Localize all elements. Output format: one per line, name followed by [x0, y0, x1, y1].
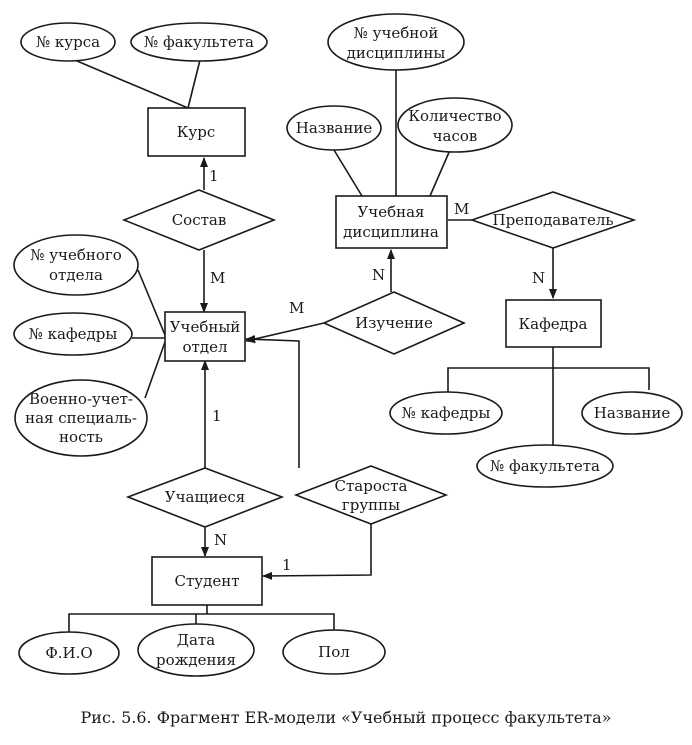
- attribute-nomer-discipliny[interactable]: № учебной дисциплины: [327, 13, 465, 71]
- entity-student[interactable]: Студент: [151, 556, 263, 606]
- attribute-nomer-kafedry-label: № кафедры: [402, 404, 491, 422]
- relationship-izuchenie-label: Изучение: [355, 314, 433, 332]
- attribute-voenno-uchetnaya-label-2: ная специаль-: [25, 409, 137, 427]
- attribute-data-rozhdeniya[interactable]: Дата рождения: [137, 623, 255, 677]
- entity-uchebny-otdel-label-2: отдел: [183, 338, 228, 356]
- attribute-voenno-uchetnaya[interactable]: Военно-учет- ная специаль- ность: [14, 379, 148, 457]
- cardinalities: 1 M M N M N 1 N 1: [209, 167, 545, 574]
- line-otdel-nomer-otdela: [137, 269, 166, 336]
- attribute-nomer-uchebnogo-otdela-label-2: отдела: [49, 266, 103, 284]
- entity-uchebnaya-disciplina[interactable]: Учебная дисциплина: [335, 195, 448, 249]
- attribute-kolichestvo-chasov[interactable]: Количество часов: [397, 97, 513, 153]
- line-disc-kolichestvo: [429, 149, 451, 197]
- attribute-nazvanie-kafedry-label: Название: [594, 404, 671, 422]
- figure-caption: Рис. 5.6. Фрагмент ER-модели «Учебный пр…: [80, 708, 612, 727]
- relationship-starosta-gruppy[interactable]: Староста группы: [293, 465, 449, 525]
- attribute-nomer-uchebnogo-otdela[interactable]: № учебного отдела: [13, 234, 139, 296]
- attribute-nomer-kursa-label: № курса: [36, 33, 100, 51]
- attribute-nazvanie-disc-label: Название: [296, 119, 373, 137]
- line-kurs-nomer-fakulteta: [187, 59, 201, 109]
- attribute-nomer-kafedry-otdel[interactable]: № кафедры: [13, 312, 133, 356]
- attribute-nomer-uchebnogo-otdela-label-1: № учебного: [30, 246, 122, 264]
- entity-uchebnaya-disciplina-label-2: дисциплина: [343, 223, 439, 241]
- attribute-nomer-fakulteta-kafedra-label: № факультета: [490, 457, 600, 475]
- line-student-attributes: [68, 613, 335, 632]
- attribute-data-rozhdeniya-label-1: Дата: [177, 631, 215, 649]
- entity-kurs[interactable]: Курс: [147, 107, 246, 157]
- relationship-starosta-gruppy-label-2: группы: [342, 496, 400, 514]
- relationship-uchashchiesya[interactable]: Учащиеся: [125, 467, 285, 528]
- attribute-pol-label: Пол: [318, 643, 350, 661]
- connectors: [68, 57, 650, 632]
- relationship-izuchenie[interactable]: Изучение: [322, 291, 466, 355]
- attribute-kolichestvo-chasov-label-2: часов: [433, 127, 478, 145]
- card-sostav-kurs: 1: [209, 167, 219, 185]
- card-izuchenie-otdel: M: [289, 299, 304, 317]
- attribute-nomer-fakulteta-kafedra[interactable]: № факультета: [476, 444, 614, 488]
- relationship-sostav-label: Состав: [172, 211, 227, 229]
- entity-student-label: Студент: [174, 572, 239, 590]
- card-uchash-otdel: 1: [212, 407, 222, 425]
- card-uchash-student: N: [214, 531, 227, 549]
- relationship-uchashchiesya-label: Учащиеся: [165, 488, 245, 506]
- attribute-fio[interactable]: Ф.И.О: [18, 631, 120, 675]
- line-starosta-student: [262, 521, 372, 580]
- card-prepod-kafedra: N: [532, 269, 545, 287]
- card-starosta-student: 1: [282, 556, 292, 574]
- attribute-nomer-kursa[interactable]: № курса: [20, 22, 116, 62]
- line-starosta-otdel: [245, 335, 300, 468]
- entity-kafedra-label: Кафедра: [519, 315, 588, 333]
- relationship-prepodavatel[interactable]: Преподаватель: [469, 191, 637, 249]
- entity-uchebny-otdel-label-1: Учебный: [170, 318, 241, 336]
- attribute-nazvanie-kafedry[interactable]: Название: [581, 391, 683, 435]
- entity-uchebny-otdel[interactable]: Учебный отдел: [164, 311, 246, 362]
- attribute-voenno-uchetnaya-label-1: Военно-учет-: [29, 390, 133, 408]
- line-otdel-voenno: [144, 341, 166, 399]
- attribute-nomer-fakulteta-kurs[interactable]: № факультета: [130, 22, 268, 62]
- line-kafedra-attributes: [447, 367, 650, 410]
- attribute-nomer-kafedry[interactable]: № кафедры: [389, 391, 503, 435]
- attribute-nomer-kafedry-otdel-label: № кафедры: [29, 325, 118, 343]
- card-izuchenie-disc: N: [372, 266, 385, 284]
- relationship-prepodavatel-label: Преподаватель: [492, 211, 613, 229]
- attribute-nazvanie-disc[interactable]: Название: [286, 105, 382, 151]
- attribute-fio-label: Ф.И.О: [45, 644, 92, 662]
- attribute-data-rozhdeniya-label-2: рождения: [156, 651, 236, 669]
- card-prepod-disc: M: [454, 200, 469, 218]
- entity-uchebnaya-disciplina-label-1: Учебная: [357, 203, 424, 221]
- attribute-voenno-uchetnaya-label-3: ность: [59, 428, 103, 446]
- entity-kafedra[interactable]: Кафедра: [505, 299, 602, 348]
- line-izuchenie-otdel: [245, 322, 325, 343]
- relationship-sostav[interactable]: Состав: [121, 189, 277, 251]
- relationship-starosta-gruppy-label-1: Староста: [335, 477, 408, 495]
- attribute-pol[interactable]: Пол: [282, 629, 386, 675]
- entity-kurs-label: Курс: [177, 123, 215, 141]
- attribute-nomer-discipliny-label-2: дисциплины: [347, 44, 446, 62]
- attribute-nomer-fakulteta-kurs-label: № факультета: [144, 33, 254, 51]
- attribute-kolichestvo-chasov-label-1: Количество: [408, 107, 501, 125]
- line-kurs-nomer-kursa: [69, 57, 189, 109]
- card-sostav-otdel: M: [210, 269, 225, 287]
- line-disc-nazvanie: [333, 149, 363, 197]
- attribute-nomer-discipliny-label-1: № учебной: [354, 24, 439, 42]
